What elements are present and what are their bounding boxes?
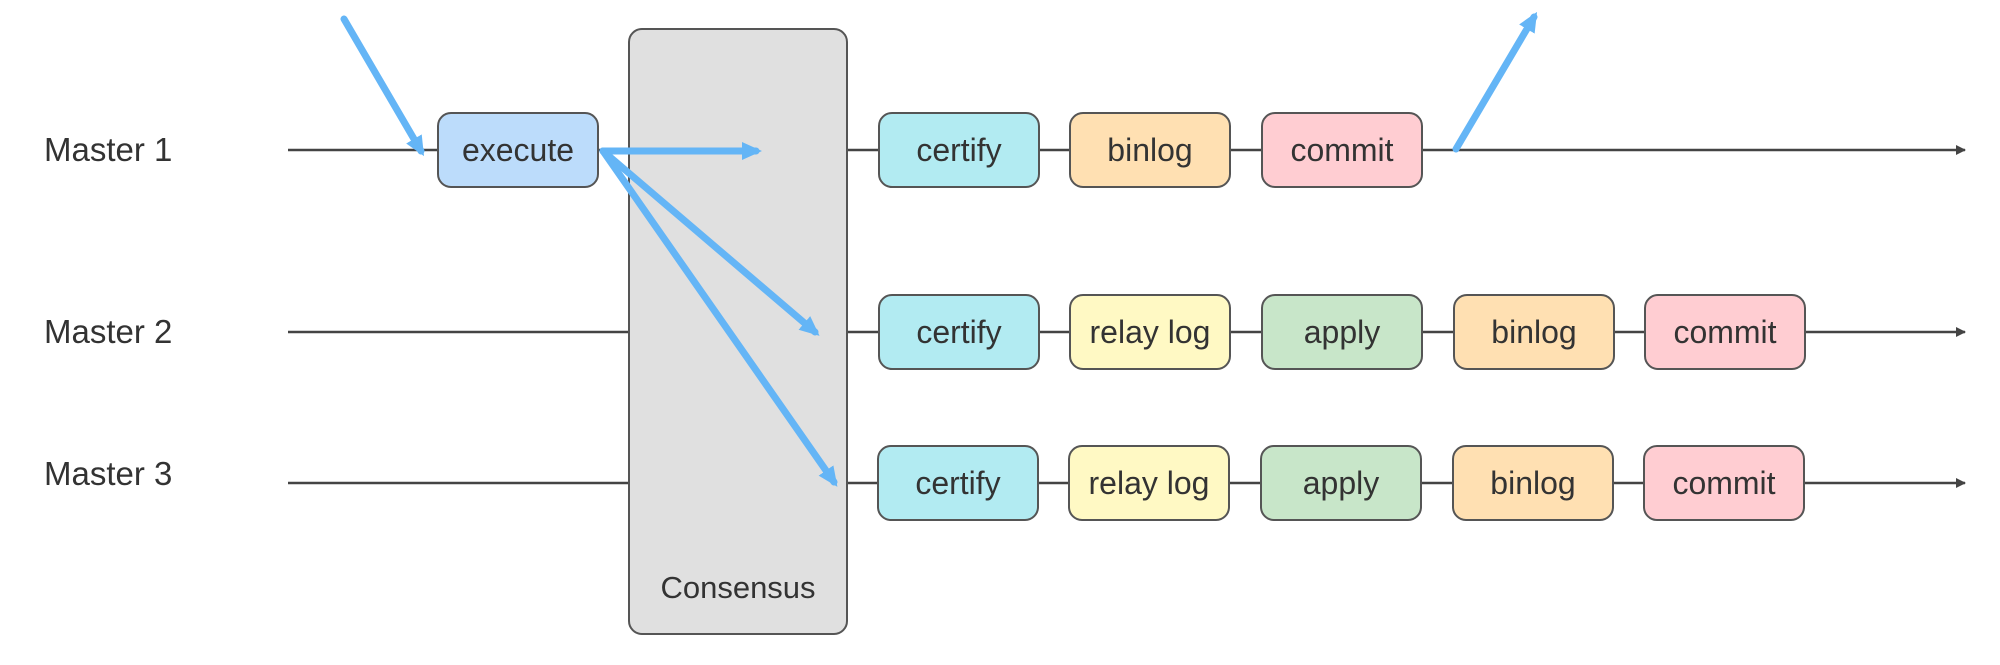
outgoing-result-arrow — [1452, 11, 1538, 153]
consensus-label: Consensus — [660, 570, 816, 605]
broadcast-to-master-3-arrow — [599, 147, 838, 487]
master-1-commit-box: commit — [1261, 112, 1423, 188]
master-3-binlog-box: binlog — [1452, 445, 1614, 521]
master-2-commit-box: commit — [1644, 294, 1806, 370]
master-2-apply-box: apply — [1261, 294, 1423, 370]
master-2-relay-log-box: relay log — [1069, 294, 1231, 370]
master-1-binlog-box: binlog — [1069, 112, 1231, 188]
master-3-relay-log-box: relay log — [1068, 445, 1230, 521]
master-1-certify-box: certify — [878, 112, 1040, 188]
broadcast-to-master-2-arrow — [599, 147, 820, 336]
master-3-commit-box: commit — [1643, 445, 1805, 521]
master-3-apply-box: apply — [1260, 445, 1422, 521]
master-3-certify-box: certify — [877, 445, 1039, 521]
master-2-binlog-box: binlog — [1453, 294, 1615, 370]
row-label-master-1: Master 1 — [44, 131, 173, 168]
incoming-transaction-arrow — [340, 15, 425, 157]
row-label-master-2: Master 2 — [44, 313, 173, 350]
row-label-master-3: Master 3 — [44, 455, 173, 492]
master-2-certify-box: certify — [878, 294, 1040, 370]
master-1-execute-box: execute — [437, 112, 599, 188]
